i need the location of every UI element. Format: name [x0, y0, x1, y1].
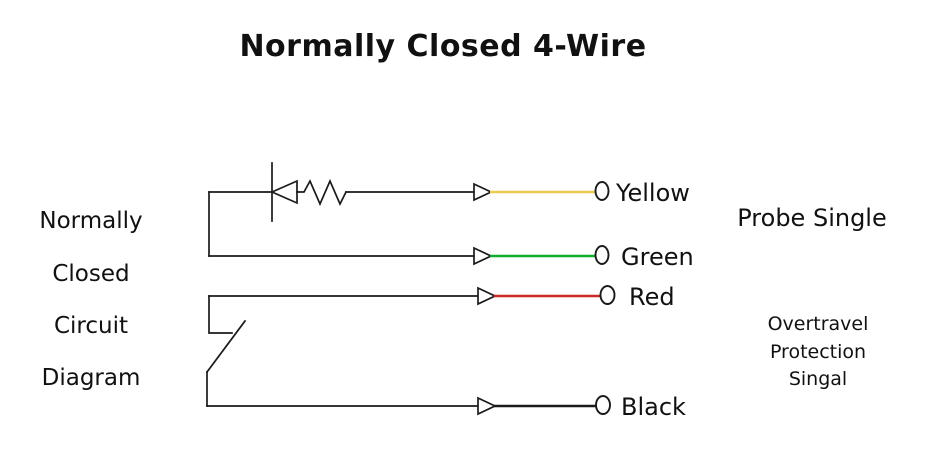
yellow-label-group: Yellow [615, 179, 690, 207]
diode-symbol [269, 162, 298, 222]
switch-blade [205, 319, 247, 374]
black-arrow-icon [477, 396, 497, 416]
green-arrow-icon [473, 246, 493, 266]
black-label-group: Black [621, 393, 686, 421]
yellow-arrow-icon [473, 182, 493, 202]
diode-triangle [269, 179, 298, 205]
yellow-wire-label: Yellow [615, 179, 690, 207]
red-connector-circle [599, 285, 616, 305]
switch-symbol [205, 295, 247, 407]
overtravel-caption: Overtravel Protection Singal [768, 313, 869, 390]
overtravel-caption-line-3: Singal [789, 368, 847, 390]
green-wire-label: Green [621, 243, 694, 271]
black-connector-circle [595, 395, 611, 415]
left-caption: Normally Closed Circuit Diagram [39, 208, 142, 391]
wire-row-red: Red [208, 283, 675, 311]
left-caption-line-3: Circuit [54, 313, 128, 339]
wire-row-yellow: Yellow [208, 162, 690, 222]
left-caption-line-1: Normally [39, 208, 142, 234]
yellow-connector-circle [594, 181, 610, 201]
overtravel-caption-line-2: Protection [770, 341, 866, 363]
green-connector-circle [594, 245, 610, 265]
overtravel-caption-line-1: Overtravel [768, 313, 869, 335]
red-arrow-icon [477, 286, 497, 306]
wire-row-green: Green [208, 243, 694, 271]
red-wire-label: Red [629, 283, 675, 311]
resistor-symbol [296, 178, 348, 207]
probe-signal-caption: Probe Single [737, 204, 886, 232]
page-title: Normally Closed 4-Wire [239, 29, 646, 64]
red-label-group: Red [629, 283, 675, 311]
wire-row-black: Black [206, 393, 686, 421]
switch-fixed-contact [208, 295, 233, 334]
black-wire-label: Black [621, 393, 686, 421]
left-caption-line-4: Diagram [42, 365, 141, 391]
green-label-group: Green [621, 243, 694, 271]
left-caption-line-2: Closed [52, 261, 129, 287]
